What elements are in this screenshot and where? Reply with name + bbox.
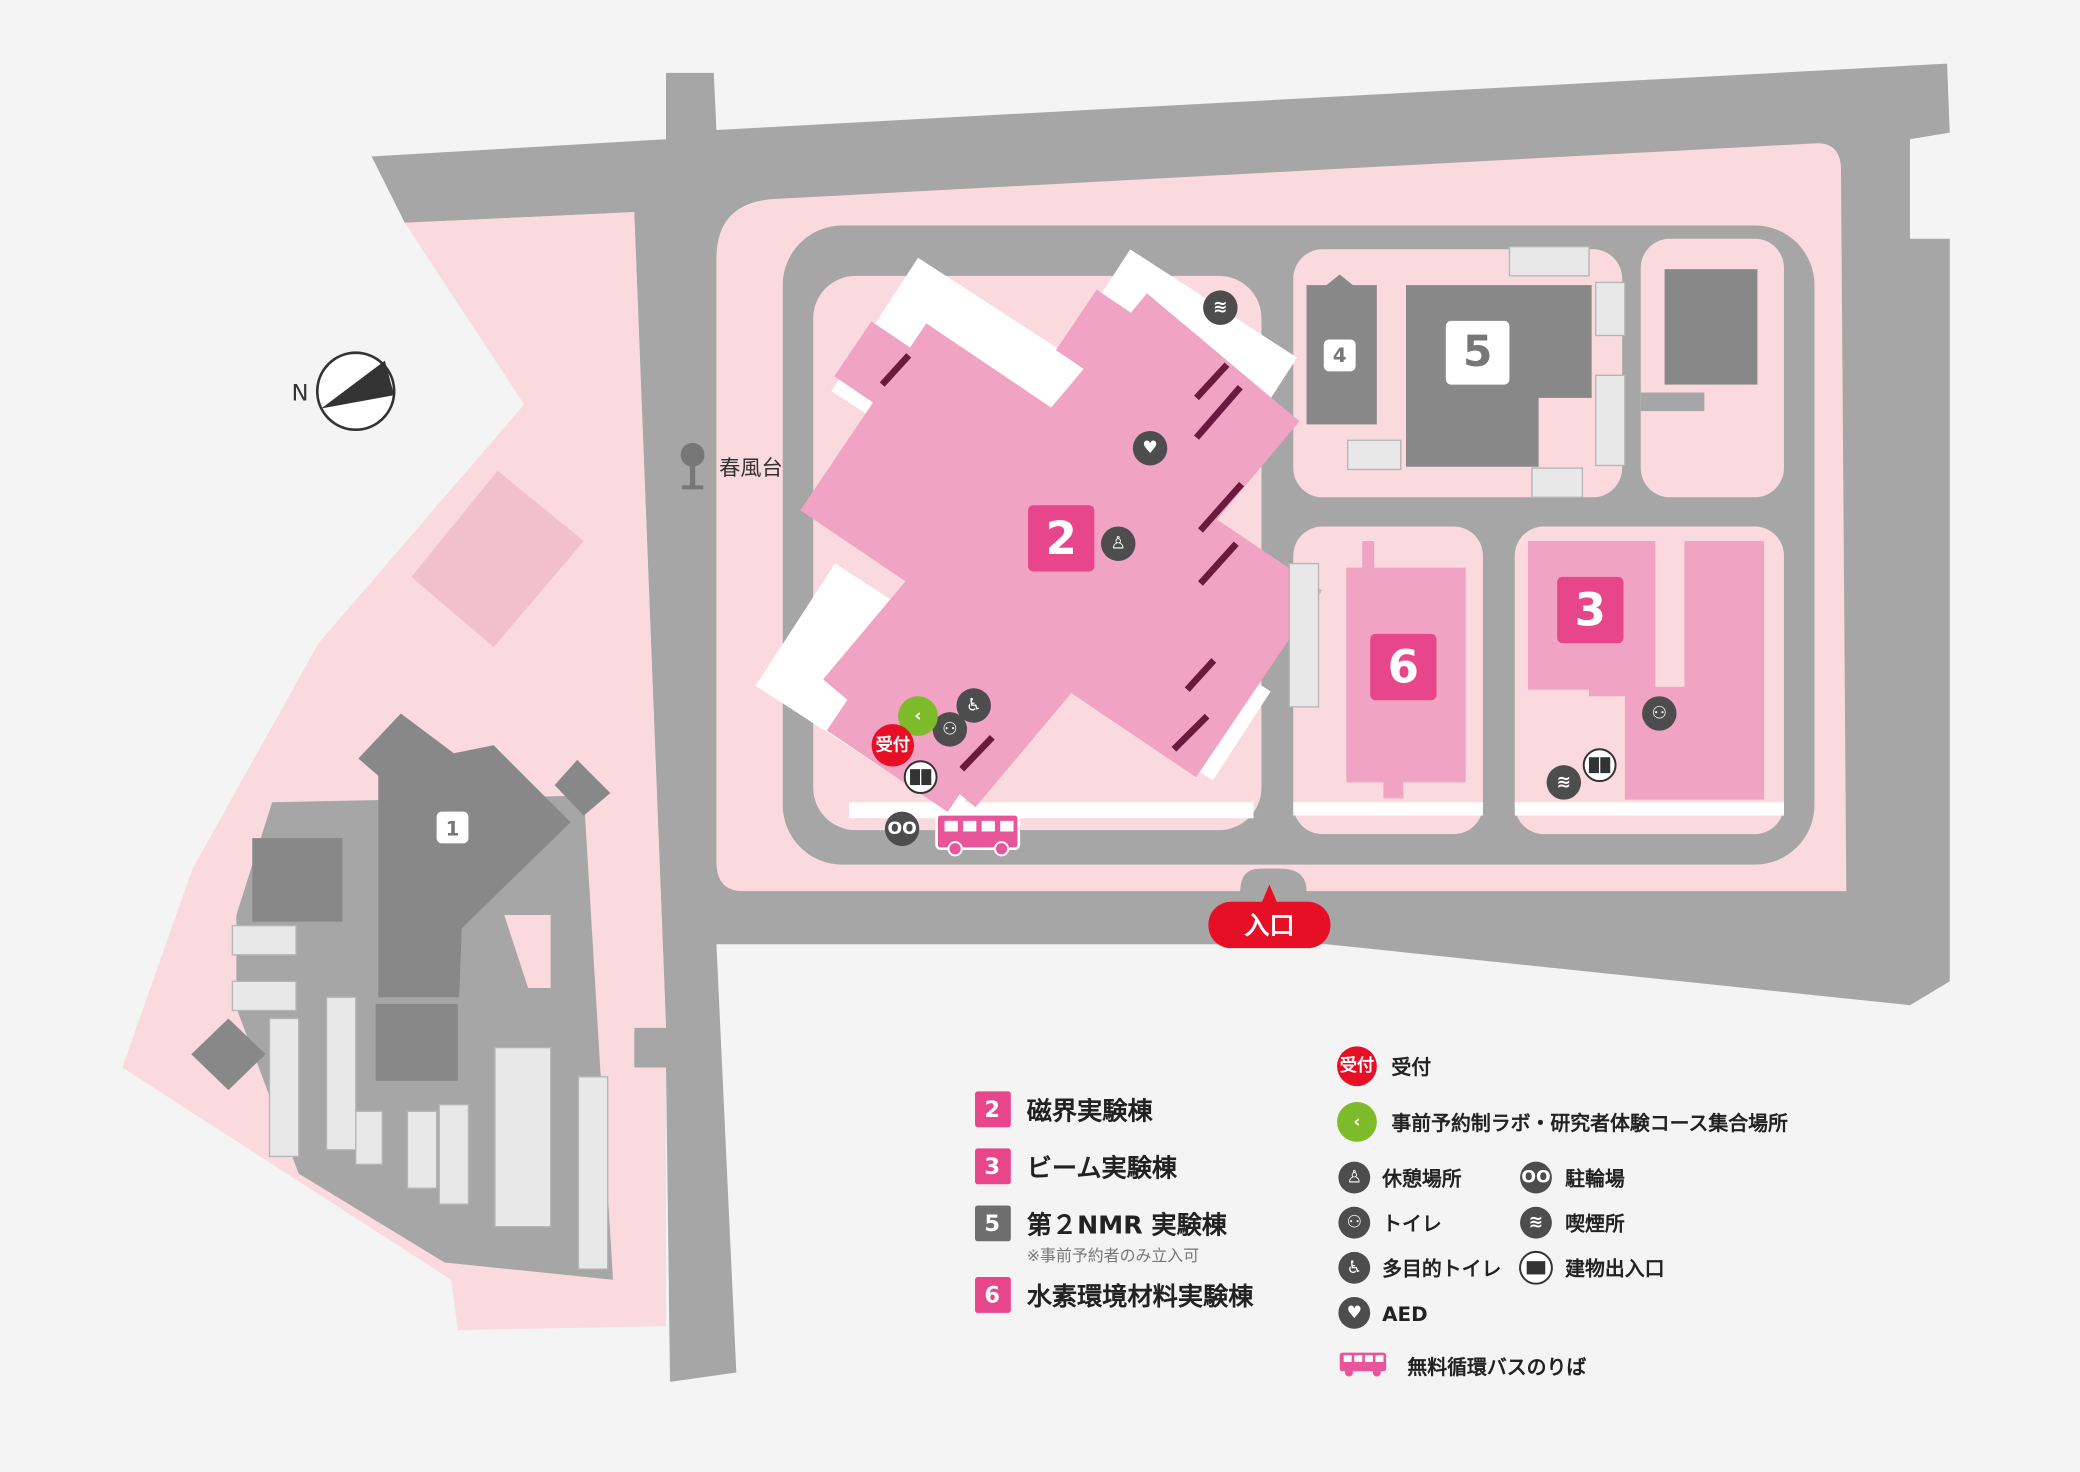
building-1[interactable]: [358, 713, 571, 998]
svg-text:AED: AED: [1382, 1303, 1427, 1326]
accessible-restroom-icon[interactable]: ♿: [956, 688, 991, 723]
main-entrance-label[interactable]: 入口: [1208, 884, 1331, 949]
legend-rest-area: ♙ 休憩場所: [1338, 1161, 1462, 1194]
location-pin-icon: [680, 442, 705, 467]
legend-building-entrance: 建物出入口: [1519, 1250, 1665, 1285]
building-2-label: 2: [1046, 512, 1077, 565]
legend-building-3: 3 ビーム実験棟: [975, 1148, 1178, 1185]
building-4-label: 4: [1333, 344, 1347, 367]
svg-text:‹: ‹: [914, 706, 921, 726]
building-2[interactable]: 2: [755, 249, 1323, 816]
svg-text:⚇: ⚇: [1652, 703, 1667, 723]
building-3-label: 3: [1575, 584, 1606, 637]
svg-text:♥: ♥: [1347, 1303, 1362, 1323]
legend-smoking: ≋ 喫煙所: [1520, 1206, 1625, 1239]
svg-text:水素環境材料実験棟: 水素環境材料実験棟: [1027, 1282, 1255, 1311]
svg-text:⚇: ⚇: [1347, 1213, 1362, 1233]
bus-stop-icon[interactable]: [935, 812, 1021, 857]
legend-bicycle: ОО 駐輪場: [1520, 1161, 1625, 1194]
svg-text:3: 3: [984, 1154, 1000, 1180]
svg-text:事前予約制ラボ・研究者体験コース集合場所: 事前予約制ラボ・研究者体験コース集合場所: [1391, 1112, 1788, 1135]
parking-stalls: [231, 924, 609, 1270]
legend-note: ※事前予約者のみ立入可: [1027, 1246, 1199, 1265]
svg-text:‹: ‹: [1353, 1112, 1360, 1132]
bicycle-icon[interactable]: ОО: [884, 811, 920, 847]
restroom-icon[interactable]: ⚇: [932, 712, 968, 747]
svg-text:ОО: ОО: [887, 819, 916, 839]
smoking-icon[interactable]: ≋: [1203, 290, 1238, 325]
bus-stop-marker[interactable]: 春風台: [680, 442, 783, 490]
smoking-icon[interactable]: ≋: [1546, 765, 1582, 800]
svg-text:喫煙所: 喫煙所: [1565, 1213, 1625, 1236]
svg-text:建物出入口: 建物出入口: [1565, 1258, 1664, 1281]
rest-area-icon[interactable]: ♙: [1101, 526, 1136, 561]
building-3[interactable]: 3: [1528, 541, 1765, 800]
svg-text:♿: ♿: [1347, 1258, 1362, 1278]
building-unnamed: [1664, 269, 1758, 385]
building-entrance-icon[interactable]: [1582, 748, 1617, 783]
svg-text:受付: 受付: [876, 734, 910, 755]
svg-text:6: 6: [984, 1283, 1000, 1309]
legend-accessible-restroom: ♿ 多目的トイレ: [1338, 1251, 1501, 1284]
legend-reception: 受付受付: [1337, 1046, 1431, 1087]
svg-text:♿: ♿: [966, 695, 981, 715]
compass-north-label: N: [292, 380, 309, 406]
building-4[interactable]: 4: [1306, 274, 1377, 425]
legend: 2 磁界実験棟 3 ビーム実験棟 5 第２NMR 実験棟 ※事前予約者のみ立入可 6 水素…: [975, 1046, 1788, 1379]
svg-text:≋: ≋: [1557, 772, 1571, 792]
compass-needle-icon: [321, 360, 395, 409]
compass: N: [292, 351, 396, 431]
svg-text:ОО: ОО: [1521, 1168, 1550, 1188]
reception-marker[interactable]: 受付: [871, 724, 915, 767]
meeting-point-icon[interactable]: ‹: [898, 696, 938, 736]
svg-text:ビーム実験棟: ビーム実験棟: [1027, 1153, 1178, 1182]
svg-text:2: 2: [984, 1097, 1000, 1123]
west-area: 1: [122, 212, 667, 1331]
legend-building-2: 2 磁界実験棟: [975, 1091, 1154, 1128]
svg-text:≋: ≋: [1529, 1213, 1543, 1233]
svg-text:⚇: ⚇: [942, 719, 957, 739]
svg-text:入口: 入口: [1244, 911, 1294, 940]
legend-building-6: 6 水素環境材料実験棟: [975, 1277, 1254, 1313]
svg-text:磁界実験棟: 磁界実験棟: [1027, 1096, 1154, 1125]
building-6-label: 6: [1388, 641, 1419, 694]
svg-text:駐輪場: 駐輪場: [1565, 1168, 1625, 1191]
svg-text:休憩場所: 休憩場所: [1381, 1168, 1462, 1191]
building-entrance-icon[interactable]: [903, 760, 938, 795]
legend-building-5: 5 第２NMR 実験棟 ※事前予約者のみ立入可: [975, 1205, 1228, 1265]
building-6[interactable]: 6: [1346, 541, 1466, 799]
svg-text:受付: 受付: [1391, 1056, 1431, 1079]
legend-bus: 無料循環バスのりば: [1339, 1352, 1586, 1379]
parking-stalls-east: [1288, 245, 1626, 708]
building-1-label: 1: [446, 817, 460, 840]
aed-icon[interactable]: ♥: [1132, 430, 1168, 466]
map-markers: ≋ ♥ ♙ ♿ ⚇ ‹ 受付 ОО ⚇ ≋: [871, 290, 1677, 857]
svg-text:多目的トイレ: 多目的トイレ: [1382, 1258, 1501, 1281]
svg-text:第２NMR 実験棟: 第２NMR 実験棟: [1027, 1210, 1228, 1239]
svg-text:≋: ≋: [1213, 298, 1227, 318]
svg-text:♥: ♥: [1142, 438, 1157, 458]
building-5-label: 5: [1463, 328, 1493, 377]
legend-restroom: ⚇ トイレ: [1338, 1206, 1442, 1239]
legend-meeting-point: ‹ 事前予約制ラボ・研究者体験コース集合場所: [1337, 1102, 1788, 1142]
restroom-icon[interactable]: ⚇: [1642, 696, 1677, 731]
building-5[interactable]: 5: [1406, 285, 1592, 467]
bus-stop-name: 春風台: [719, 456, 783, 481]
svg-text:無料循環バスのりば: 無料循環バスのりば: [1407, 1356, 1586, 1379]
svg-text:♙: ♙: [1111, 534, 1126, 554]
svg-text:5: 5: [984, 1211, 1000, 1237]
legend-aed: ♥ AED: [1338, 1296, 1428, 1329]
svg-text:トイレ: トイレ: [1382, 1213, 1442, 1236]
svg-text:受付: 受付: [1340, 1055, 1374, 1076]
svg-text:♙: ♙: [1347, 1168, 1362, 1188]
